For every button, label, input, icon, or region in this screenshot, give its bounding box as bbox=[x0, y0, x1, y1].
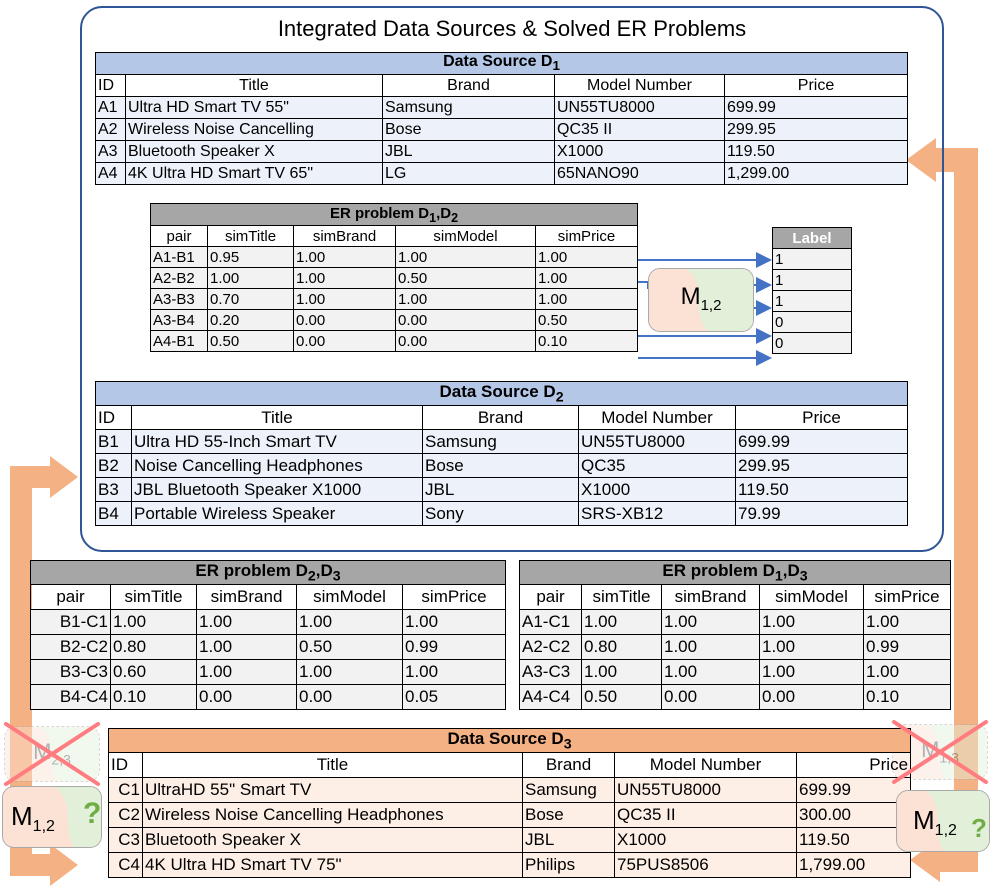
right-arrow-head-left-top bbox=[906, 138, 936, 182]
er12-header-simprice: simPrice bbox=[535, 225, 638, 247]
model-m12-center: M1,2 bbox=[648, 268, 754, 332]
right-arrow-shaft bbox=[954, 152, 978, 872]
er12-header-simtitle: simTitle bbox=[207, 225, 294, 247]
left-arrow-top-shaft bbox=[10, 466, 54, 488]
data-source-d2-table: Data Source D2 ID Title Brand Model Numb… bbox=[94, 380, 909, 527]
er-problem-d1-d2-table: ER problem D1,D2 pair simTitle simBrand … bbox=[150, 203, 638, 352]
integrated-frame bbox=[80, 6, 944, 552]
d3-header-model: Model Number bbox=[614, 752, 797, 779]
label-header: Label bbox=[772, 227, 852, 249]
question-mark-left: ? bbox=[83, 797, 102, 830]
left-arrow-bottom-shaft bbox=[10, 854, 54, 876]
list-item: 1 bbox=[772, 269, 852, 291]
er12-caption: ER problem D1,D2 bbox=[150, 203, 638, 226]
er13-header-simbrand: simBrand bbox=[661, 584, 760, 611]
d2-caption: Data Source D2 bbox=[94, 380, 909, 407]
d1-header-price: Price bbox=[723, 74, 909, 97]
list-item: 1 bbox=[772, 290, 852, 312]
d2-header-title: Title bbox=[131, 405, 423, 431]
d3-header-brand: Brand bbox=[522, 752, 615, 779]
er12-header-pair: pair bbox=[150, 225, 208, 247]
d1-caption: Data Source D1 bbox=[94, 52, 909, 75]
model-m12-right: M1,2 ? bbox=[896, 790, 990, 852]
list-item: 0 bbox=[772, 332, 852, 354]
d2-header-model: Model Number bbox=[578, 405, 736, 431]
model-m12-left-label: M1,2 bbox=[11, 801, 55, 836]
left-arrow-head-right-top bbox=[50, 456, 78, 498]
model-m12-right-label: M1,2 bbox=[913, 805, 957, 840]
er23-header-simmodel: simModel bbox=[296, 584, 403, 611]
er23-header-simprice: simPrice bbox=[401, 584, 507, 611]
question-mark-right: ? bbox=[971, 813, 987, 843]
er13-header-pair: pair bbox=[519, 584, 582, 611]
label-table: Label 1 1 1 0 0 bbox=[772, 227, 852, 354]
er23-header-simtitle: simTitle bbox=[110, 584, 197, 611]
cross-left-b bbox=[4, 722, 100, 786]
data-source-d1-table: Data Source D1 ID Title Brand Model Numb… bbox=[94, 52, 909, 185]
er23-caption: ER problem D2,D3 bbox=[29, 559, 507, 586]
er-problem-d1-d3-table: ER problem D1,D3 pair simTitle simBrand … bbox=[518, 559, 952, 711]
right-arrow-top-shaft bbox=[934, 148, 978, 172]
model-m12-left: M1,2 ? bbox=[2, 786, 102, 848]
cross-right-b bbox=[892, 720, 988, 784]
left-arrow-head-right-bottom bbox=[50, 844, 78, 886]
d2-header-id: ID bbox=[95, 405, 132, 431]
d1-header-model: Model Number bbox=[554, 74, 725, 97]
data-source-d3-table: Data Source D3 ID Title Brand Model Numb… bbox=[107, 727, 912, 879]
model-split-shape bbox=[649, 269, 753, 331]
er13-header-simtitle: simTitle bbox=[581, 584, 662, 611]
model-m12-label: M1,2 bbox=[680, 283, 722, 314]
er13-header-simprice: simPrice bbox=[862, 584, 952, 611]
er-problem-d2-d3-table: ER problem D2,D3 pair simTitle simBrand … bbox=[29, 559, 507, 711]
right-arrow-bottom-shaft bbox=[934, 848, 978, 872]
main-title: Integrated Data Sources & Solved ER Prob… bbox=[277, 16, 747, 41]
er13-caption: ER problem D1,D3 bbox=[518, 559, 952, 586]
d3-caption: Data Source D3 bbox=[107, 727, 912, 754]
er13-header-simmodel: simModel bbox=[759, 584, 864, 611]
model-m23-crossed: M2,3 bbox=[4, 726, 100, 782]
d3-header-id: ID bbox=[108, 752, 143, 779]
